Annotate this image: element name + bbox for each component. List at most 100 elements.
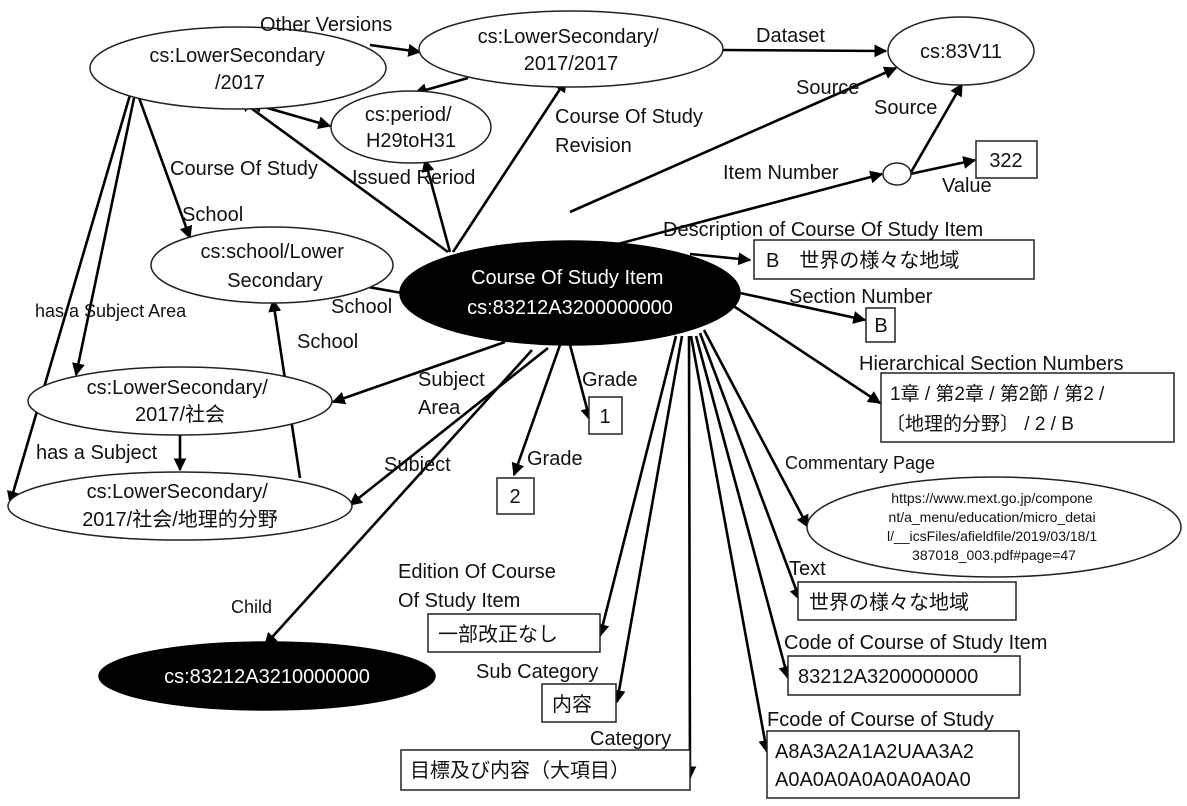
node-label: 1 [599, 406, 610, 428]
edge-grade-2 [511, 344, 562, 477]
node-subcategory-value: 内容 [541, 683, 617, 723]
label-course-of-study: Course Of Study [170, 158, 318, 180]
label-description: Description of Course Of Study Item [663, 219, 983, 241]
edge-text [698, 332, 802, 602]
node-label: A8A3A2A1A2UAA3A2 [775, 741, 974, 763]
node-label: https://www.mext.go.jp/compone [891, 490, 1093, 506]
label-child: Child [231, 597, 272, 617]
edge-version-period [413, 76, 469, 97]
node-section-b: B [865, 307, 896, 343]
node-label: 内容 [552, 693, 592, 716]
label-fcode: Fcode of Course of Study [767, 709, 994, 731]
node-label: 一部改正なし [438, 623, 558, 646]
edge-section-number [739, 291, 867, 324]
svg-text:Course Of Study Item cs:: Course Of Study Item cs:83212A3200000000 [467, 267, 673, 319]
svg-text:A8A3A2A1A2UAA3A2 A0A0A0A: A8A3A2A1A2UAA3A2 A0A0A0A0A0A0A0A0 [775, 741, 980, 791]
edge-labels: Other Versions Dataset Source Source Cou… [35, 14, 1124, 750]
node-code-value: 83212A3200000000 [787, 655, 1021, 696]
edge-edition [596, 335, 678, 638]
label-text: Text [789, 558, 826, 580]
node-label: Course Of Study Item [471, 267, 663, 289]
edge-category [683, 335, 697, 780]
svg-text:cs:period/ H29toH31: cs:period/ H29toH31 [365, 104, 457, 152]
edge-dataset [721, 44, 888, 58]
label-code: Code of Course of Study Item [784, 632, 1047, 654]
edges [7, 43, 977, 780]
label-edition: Edition Of Course Of Study Item [398, 561, 561, 612]
node-label: 世界の様々な地域 [809, 591, 969, 614]
label-line: Edition Of Course [398, 561, 556, 583]
node-course-of-study-item: Course Of Study Item cs:83212A3200000000 [399, 240, 741, 346]
label-other-versions: Other Versions [260, 14, 392, 36]
edge-description [689, 252, 752, 266]
node-label: l/__icsFiles/afieldfile/2019/03/18/1 [887, 528, 1097, 544]
node-lowersec-2017-2017: cs:LowerSecondary/ 2017/2017 [418, 10, 724, 88]
edge-has-subject-area-long [7, 94, 132, 505]
node-fcode-value: A8A3A2A1A2UAA3A2 A0A0A0A0A0A0A0A0 [766, 730, 1020, 799]
edge-other-versions [369, 43, 422, 57]
node-label: 83212A3200000000 [798, 666, 978, 688]
label-issued-period: Issued Reriod [352, 167, 475, 189]
label-line: Subject [418, 369, 485, 391]
node-label: H29toH31 [366, 130, 456, 152]
node-label: cs:period/ [365, 104, 452, 126]
node-label: 2017/社会/地理的分野 [82, 508, 278, 531]
node-label: 〔地理的分野〕 / 2 / B [886, 413, 1074, 435]
label-line: Revision [555, 135, 632, 157]
edge-sub-category [612, 335, 684, 704]
label-subject: Subject [384, 454, 451, 476]
label-section-number: Section Number [789, 286, 933, 308]
label-sub-category: Sub Category [476, 661, 598, 683]
node-label: /2017 [215, 72, 265, 94]
node-edition-value: 一部改正なし [427, 613, 601, 653]
node-label: nt/a_menu/education/micro_detai [889, 509, 1096, 525]
edge-source-2 [908, 82, 964, 175]
edge-issued-period [421, 158, 452, 253]
label-item-number: Item Number [723, 162, 839, 184]
edge-course-of-study [238, 98, 449, 254]
node-label: A0A0A0A0A0A0A0A0 [775, 769, 971, 791]
node-grade-1: 1 [588, 396, 623, 435]
label-dataset: Dataset [756, 25, 825, 47]
label-grade-2: Grade [527, 448, 583, 470]
node-period: cs:period/ H29toH31 [330, 90, 492, 164]
node-label: B 世界の様々な地域 [766, 249, 959, 272]
svg-text:cs:LowerSecondary /2017: cs:LowerSecondary /2017 [149, 45, 330, 94]
label-has-subject: has a Subject [36, 442, 158, 464]
node-dataset-83v11: cs:83V11 [887, 16, 1035, 86]
node-label: 目標及び内容（大項目） [410, 759, 630, 782]
label-school-3: School [182, 204, 243, 226]
node-item-number-blank [882, 162, 912, 186]
svg-text:cs:LowerSecondary/ 2017/: cs:LowerSecondary/ 2017/社会 [87, 377, 274, 426]
edge-source-1 [569, 66, 898, 214]
edge-item-number [579, 170, 884, 256]
node-subject-area: cs:LowerSecondary/ 2017/社会 [27, 366, 333, 436]
edge-course-of-study-revision [451, 78, 568, 253]
node-label: cs:83212A3210000000 [164, 666, 370, 688]
svg-text:cs:school/Lower Secondar: cs:school/Lower Secondary [201, 241, 350, 292]
node-label: cs:school/Lower [201, 241, 345, 263]
edge-lowersec-subject-area [72, 97, 136, 377]
edge-lowersec-school [136, 94, 193, 240]
svg-text:cs:LowerSecondary/ 2017/: cs:LowerSecondary/ 2017/2017 [478, 26, 665, 75]
label-commentary-page: Commentary Page [785, 453, 935, 473]
edge-child [264, 349, 533, 646]
node-label: cs:LowerSecondary/ [87, 377, 269, 399]
node-commentary-page: https://www.mext.go.jp/compone nt/a_menu… [806, 476, 1182, 578]
node-label: cs:LowerSecondary/ [87, 481, 269, 503]
node-school: cs:school/Lower Secondary [150, 226, 394, 304]
node-label: cs:LowerSecondary/ [478, 26, 660, 48]
node-label: B [874, 315, 887, 337]
label-value: Value [942, 175, 992, 197]
edge-fcode [689, 335, 772, 754]
node-label: 387018_003.pdf#page=47 [912, 547, 1076, 563]
node-label: 2017/社会 [135, 403, 225, 426]
label-line: Area [418, 397, 461, 419]
node-grade-2: 2 [496, 477, 535, 515]
node-hierarchical-value: 1章 / 第2章 / 第2節 / 第2 / 〔地理的分野〕 / 2 / B [880, 372, 1175, 443]
node-child: cs:83212A3210000000 [98, 641, 436, 711]
label-hierarchical-section-numbers: Hierarchical Section Numbers [859, 353, 1124, 375]
label-category: Category [590, 728, 671, 750]
edge-value [909, 156, 977, 176]
